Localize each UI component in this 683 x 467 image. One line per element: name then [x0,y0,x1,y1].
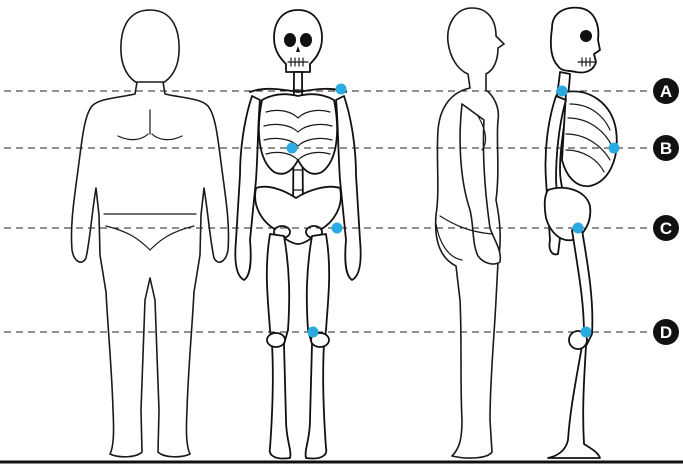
front-skeleton [235,10,360,459]
level-d-marker-side [581,327,592,338]
level-b-label: B [660,139,672,158]
level-a-marker-side [557,86,568,97]
level-a-label: A [660,82,672,101]
level-d-marker-front [308,327,319,338]
level-c-marker-side [573,223,584,234]
side-skeleton [545,8,617,458]
level-a-marker-front [336,84,347,95]
level-b-marker-front [287,143,298,154]
level-c-label: C [660,219,672,238]
level-c-marker-front [332,223,343,234]
front-body-outline [71,10,228,457]
level-b-marker-side [609,143,620,154]
side-body-outline [436,8,504,458]
level-d-label: D [660,323,672,342]
